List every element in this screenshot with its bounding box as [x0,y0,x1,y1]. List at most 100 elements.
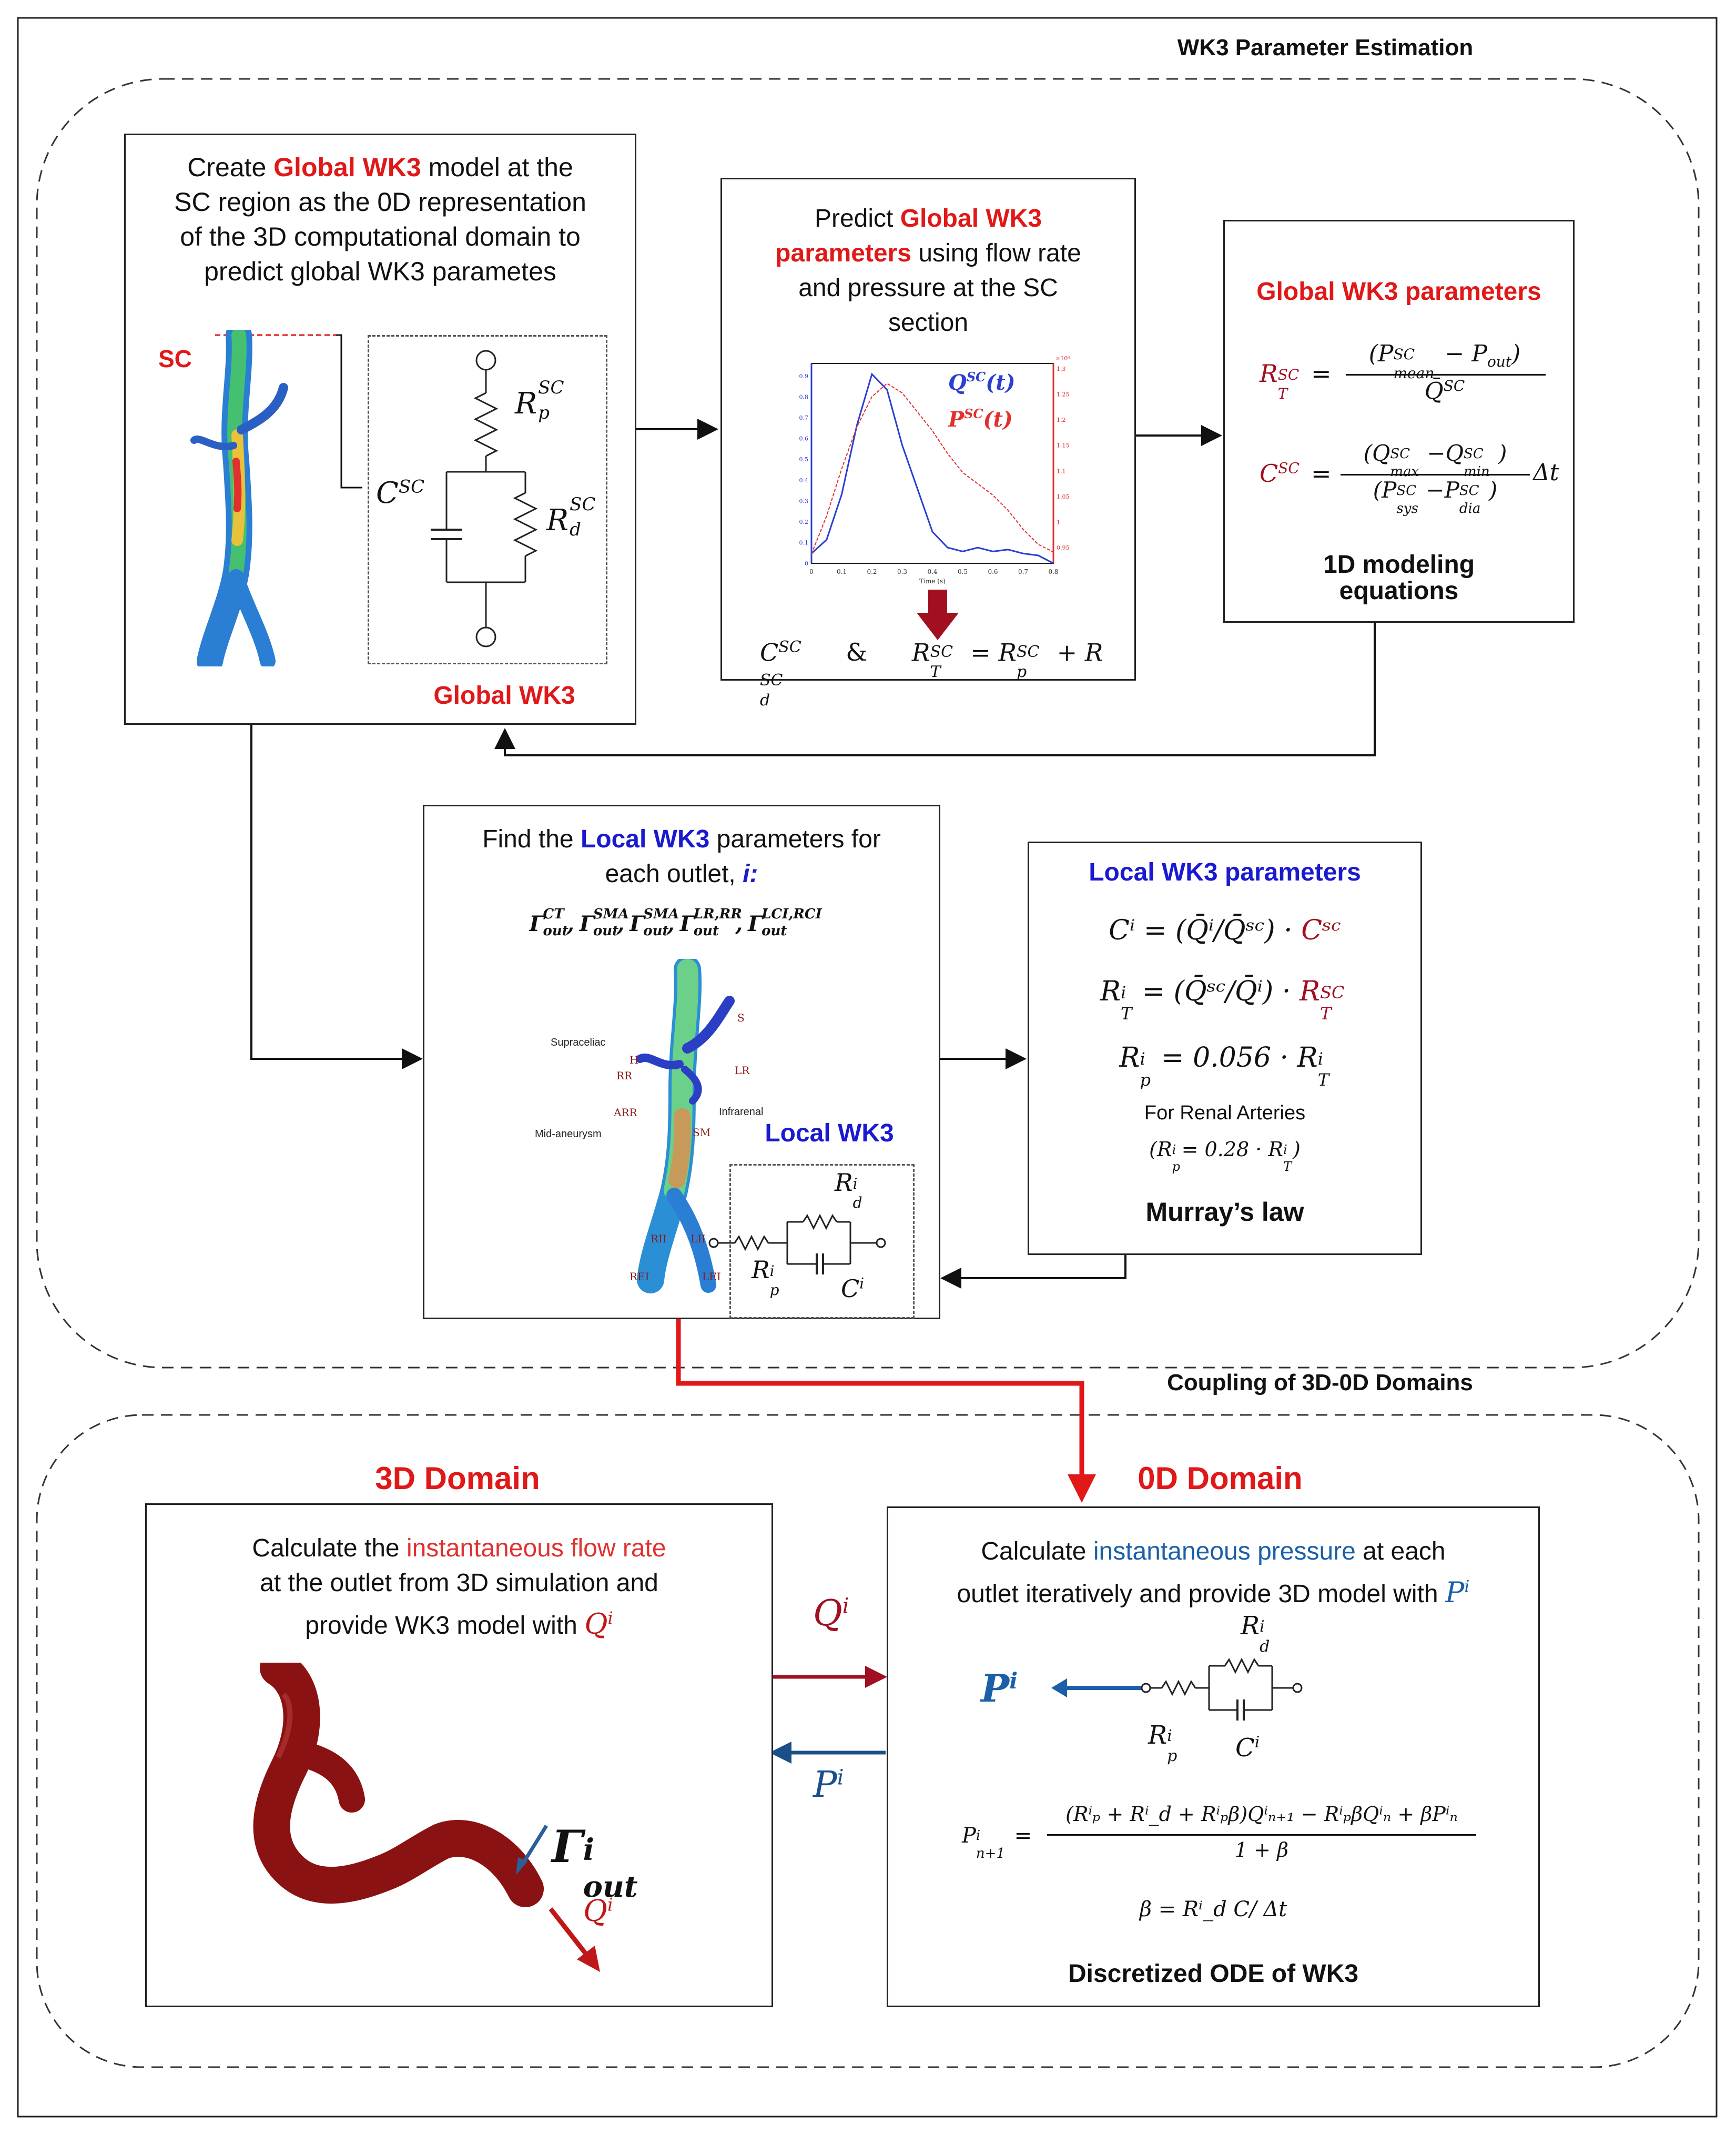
domain-0d-title: 0D Domain [1138,1461,1303,1496]
local-c-label: Ci [841,1274,865,1303]
x-tick-label: 0.3 [897,568,907,575]
c-sc-lhs: CSC [1260,459,1300,488]
outlet-vessel-3d-image [253,1663,544,1907]
global-params-title: Global WK3 parameters [1256,278,1541,306]
local-anatomy-model-image [636,959,735,1293]
right-tick-label: 0.95 [1057,544,1070,551]
coupling-q-label: Qi [813,1593,849,1634]
right-tick-label: 1.1 [1057,468,1066,474]
predict-description: Predict Global WK3 parameters using flow… [775,205,1081,337]
local-wk3-circuit-frame [729,1164,915,1319]
coupling-p-label: Pi [813,1764,844,1806]
local-params-title: Local WK3 parameters [1089,858,1361,886]
x-tick-label: 0.2 [867,568,877,575]
eq1-fraction-bar [1346,374,1546,376]
global-wk3-footer: Global WK3 [433,682,575,710]
pressure-curve [811,382,1054,554]
eq1-denominator: Q̄SC [1424,377,1465,405]
sc-label: SC [158,345,192,372]
local-wk3-box: Find the Local WK3 parameters for each o… [423,805,940,1319]
beta-equation: β = Rⁱ_d C/ Δt [1139,1897,1287,1921]
ode-footer: Discretized ODE of WK3 [1068,1960,1359,1988]
pressure-legend-label: PSC(t) [948,406,1013,432]
gamma-pointer-icon [516,1825,548,1875]
x-tick-label: 0 [809,568,814,575]
x-tick-label: 0.7 [1018,568,1028,575]
domain-0d-box: Calculate instantaneous pressure at each… [887,1506,1540,2007]
murrays-law-label: Murray’s law [1145,1197,1304,1227]
wk3-estimation-frame [36,78,1700,1369]
right-tick-label: 1.2 [1057,417,1066,423]
ode-denominator: 1 + β [1234,1838,1289,1861]
left-tick-label: 0.4 [799,477,809,484]
domain-0d-p-label: Pi [981,1666,1018,1711]
global-box-description: Create Global WK3 model at the SC region… [174,153,586,286]
domain-0d-c-label: Ci [1235,1733,1260,1763]
left-tick-label: 0.3 [799,498,809,504]
x-tick-label: 0.8 [1048,568,1058,575]
outer-frame [17,17,1718,2118]
domain-3d-description: Calculate the instantaneous flow rate at… [252,1534,666,1641]
left-tick-label: 0.9 [799,373,809,380]
arrow-params-to-local [940,1252,1126,1289]
right-tick-label: 1 [1057,519,1060,525]
right-tick-label: 1.05 [1057,493,1070,500]
left-tick-label: 0.8 [799,394,809,401]
x-tick-label: 0.4 [927,568,937,575]
wk3-estimation-title: WK3 Parameter Estimation [1177,35,1474,60]
left-tick-label: 0.6 [799,436,809,442]
q-outflow-arrow-icon [549,1907,600,1972]
local-wk3-label: Local WK3 [765,1119,894,1147]
domain-0d-circuit [1051,1657,1303,1721]
eq2-sign: = [1311,459,1332,488]
arrow-local-to-0d [676,1315,1096,1503]
flow-legend-label: QSC(t) [948,369,1016,395]
anatomy-labels: Supraceliac H RR ARR Mid-aneurysm LR Inf… [535,1011,764,1283]
ode-numerator: (Rⁱₚ + Rⁱ_d + Rⁱₚβ)Qⁱₙ₊₁ − RⁱₚβQⁱₙ + βPⁱ… [1065,1803,1458,1826]
left-tick-label: 0.1 [799,539,809,546]
domain-3d-box: Calculate the instantaneous flow rate at… [145,1503,773,2007]
left-tick-label: 0.5 [799,456,809,463]
flow-rate-curve [810,372,1054,564]
ode-fraction-bar [1047,1834,1476,1836]
renal-note: For Renal Arteries [1144,1102,1306,1124]
left-tick-label: 0.2 [799,519,809,525]
x-tick-label: 0.6 [988,568,998,575]
arrow-params-to-global [494,620,1376,756]
x-axis-title: Time (s) [919,578,946,585]
global-wk3-circuit [431,350,538,647]
left-tick-label: 0.7 [799,414,809,421]
aorta-3d-model-image [190,330,362,666]
coupling-frame [36,1414,1700,2068]
local-eq1: Cⁱ = (Q̄ⁱ/Q̄ˢᶜ) · Cˢᶜ [1109,915,1341,946]
global-wk3-circuit-frame [368,335,607,664]
q-outflow-label: Qi [583,1894,613,1928]
domain-0d-description: Calculate instantaneous pressure at each… [957,1537,1470,1609]
right-tick-label: 1.15 [1057,442,1070,449]
arrow-global-to-local [250,725,423,1069]
eq1-sign: = [1311,359,1332,388]
predict-parameters-box: Predict Global WK3 parameters using flow… [720,178,1136,710]
